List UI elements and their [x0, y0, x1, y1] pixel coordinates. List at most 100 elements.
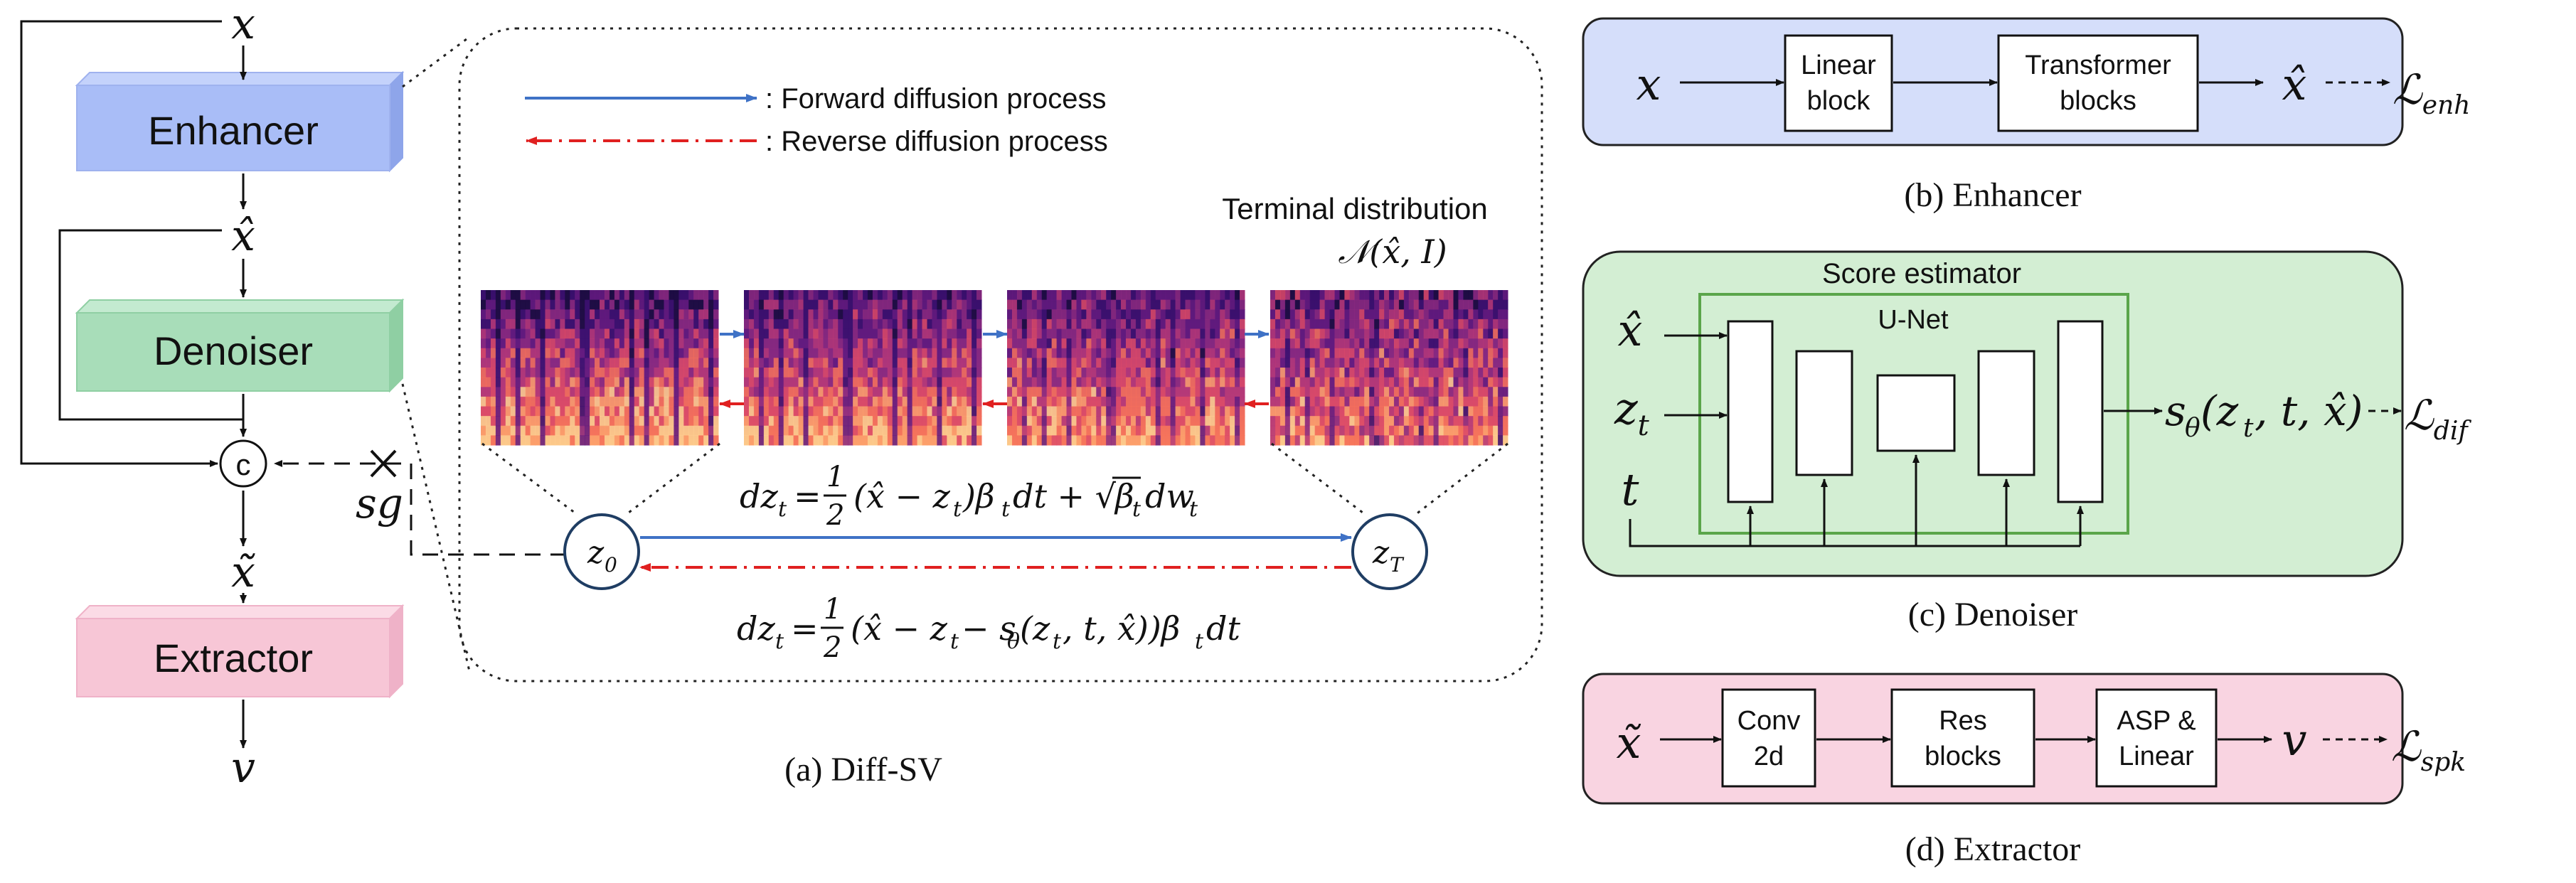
extractor-label: Extractor [154, 636, 313, 680]
svg-text:T: T [1390, 553, 1405, 577]
svg-text:(z: (z [2200, 387, 2239, 435]
svg-text:β: β [1114, 477, 1134, 515]
score-estimator-label: Score estimator [1822, 258, 2021, 289]
stop-gradient-path [274, 460, 566, 556]
res-blocks-label-1: Res [1939, 706, 1987, 736]
svg-text:0: 0 [605, 553, 617, 577]
unet-container [1698, 293, 2129, 535]
loss-enh: ℒenh [2393, 65, 2470, 120]
svg-text:(x̂ − z: (x̂ − z [853, 477, 951, 515]
conv2d-label-2: 2d [1754, 742, 1784, 771]
extractor-block: Extractor [75, 604, 405, 699]
svg-text:=: = [794, 477, 821, 515]
svg-text:2: 2 [826, 499, 844, 532]
svg-text:(x̂ − z: (x̂ − z [851, 609, 948, 648]
denoiser-input-zt: zt [1614, 382, 1650, 442]
svg-text:dt + √: dt + √ [1013, 477, 1117, 515]
concat-node [219, 439, 267, 488]
transformer-block-label-2: blocks [2060, 86, 2136, 116]
skip-line-xhat [58, 229, 243, 421]
conv2d-block [1721, 688, 1816, 788]
reverse-sde-equation: dz t = 1 2 (x̂ − z t − s θ (z t , t, x̂)… [737, 593, 1240, 664]
denoiser-block: Denoiser [75, 298, 405, 393]
svg-text:=: = [791, 609, 819, 648]
panel-d-extractor: x̃ Conv 2d Res blocks ASP & Linear v ℒsp… [1582, 673, 2466, 805]
skip-line-x [20, 20, 222, 467]
panel-d-output: v [2282, 714, 2306, 766]
score-output: s θ (z t , t, x̂) [2165, 387, 2363, 443]
svg-text:z: z [1372, 535, 1390, 571]
transformer-block [1997, 34, 2199, 132]
svg-text:t: t [953, 497, 962, 522]
var-x-label: x [231, 0, 255, 49]
caption-c: (c) Denoiser [1908, 596, 2078, 633]
svg-text:t: t [950, 629, 959, 654]
linear-block [1784, 34, 1893, 132]
svg-text:− s: − s [962, 609, 1016, 648]
svg-text:)β: )β [962, 477, 995, 515]
svg-text:t: t [1189, 497, 1198, 522]
svg-text:dz: dz [740, 477, 778, 515]
panel-a-pipeline: x x̂ x̃ v Enhancer Denoiser Extractor [20, 0, 566, 793]
stop-gradient-cross [370, 449, 397, 478]
denoiser-input-t: t [1622, 464, 1639, 515]
panel-c-denoiser: Score estimator U-Net x̂ zt t s θ (z t ,… [1582, 250, 2471, 577]
conv2d-label-1: Conv [1737, 706, 1801, 736]
loss-spk: ℒspk [2391, 722, 2466, 777]
spectrogram-step-arrows [719, 330, 1270, 408]
var-v-label: v [231, 743, 255, 793]
svg-text:z: z [587, 535, 605, 571]
enhancer-block: Enhancer [75, 70, 405, 173]
zT-node [1351, 513, 1428, 590]
svg-text:2: 2 [823, 631, 841, 664]
svg-text:1: 1 [826, 461, 844, 493]
unet-dec-block-1 [1977, 350, 2035, 476]
legend-forward-label: : Forward diffusion process [765, 83, 1106, 114]
terminal-distribution-title: Terminal distribution [1222, 192, 1488, 225]
svg-text:t: t [2243, 414, 2254, 443]
svg-text:dz: dz [737, 609, 775, 648]
spectrogram-3 [1007, 290, 1245, 446]
concat-label: c [236, 448, 251, 481]
unet-enc-block-1 [1727, 320, 1774, 503]
svg-text:dt: dt [1206, 609, 1240, 648]
svg-text:dw: dw [1145, 477, 1194, 515]
caption-d: (d) Extractor [1905, 830, 2081, 868]
panel-b-enhancer: x Linear block Transformer blocks x̂ ℒen… [1582, 17, 2470, 146]
linear-block-label-1: Linear [1801, 50, 1876, 80]
forward-sde-equation: dz t = 1 2 (x̂ − z t )β t dt + √ β t dw … [740, 461, 1198, 532]
transformer-block-label-1: Transformer [2025, 50, 2171, 80]
svg-text:s: s [2165, 387, 2186, 435]
enhancer-label: Enhancer [148, 108, 319, 153]
svg-text:, t, x̂))β: , t, x̂))β [1063, 609, 1180, 648]
svg-text:, t, x̂): , t, x̂) [2255, 387, 2363, 435]
sg-label: sg [356, 479, 403, 528]
spectrogram-1 [481, 290, 719, 446]
svg-text:t: t [778, 497, 787, 522]
asp-linear-label-2: Linear [2119, 742, 2194, 771]
spectrogram-4 [1270, 290, 1508, 446]
svg-text:t: t [1001, 497, 1011, 522]
res-blocks [1890, 688, 2035, 788]
unet-dec-block-2 [2057, 320, 2104, 503]
res-blocks-label-2: blocks [1925, 742, 2001, 771]
panel-b-input: x [1636, 58, 1661, 110]
asp-linear-label-1: ASP & [2117, 706, 2196, 736]
spectrogram-sequence [481, 290, 1508, 446]
terminal-distribution-formula: 𝒩(x̂, I) [1338, 232, 1447, 271]
z0-node [563, 513, 640, 590]
linear-block-label-2: block [1807, 86, 1871, 116]
asp-linear-block [2095, 688, 2218, 788]
svg-text:t: t [1132, 497, 1141, 522]
svg-text:t: t [1053, 629, 1062, 654]
spectrogram-2 [744, 290, 982, 446]
svg-text:t: t [775, 629, 784, 654]
unet-label: U-Net [1878, 305, 1949, 335]
panel-b-output: x̂ [2282, 58, 2307, 110]
var-xhat-label: x̂ [231, 211, 255, 261]
panel-d-input: x̃ [1617, 717, 1641, 769]
unet-bottleneck [1876, 374, 1956, 452]
svg-text:(z: (z [1020, 609, 1050, 648]
